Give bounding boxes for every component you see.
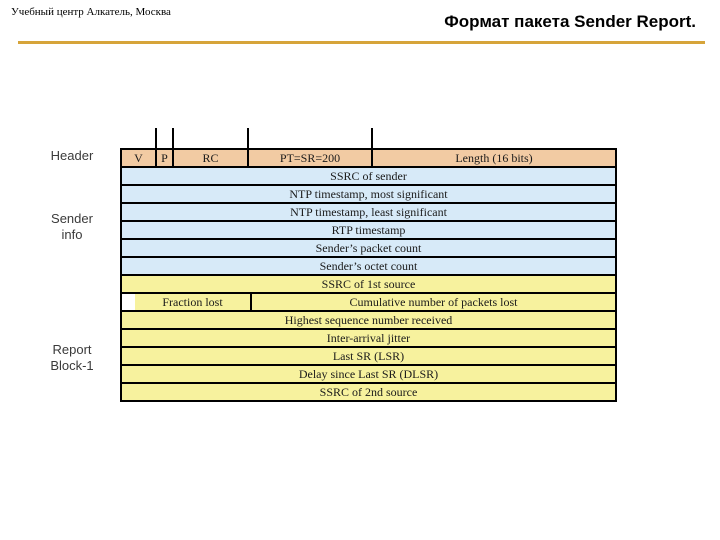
field-cell: RTP timestamp xyxy=(122,222,615,238)
field-cell: Last SR (LSR) xyxy=(122,348,615,364)
field-cell: SSRC of 1st source xyxy=(122,276,615,292)
table-row: Inter-arrival jitter xyxy=(122,328,615,346)
field-cell: SSRC of sender xyxy=(122,168,615,184)
field-cell: NTP timestamp, most significant xyxy=(122,186,615,202)
field-cell: RC xyxy=(174,150,249,166)
field-cell: Sender’s packet count xyxy=(122,240,615,256)
field-cell: V xyxy=(122,150,157,166)
slide-header: Учебный центр Алкатель, Москва Формат па… xyxy=(0,0,720,46)
bit-tick-0 xyxy=(155,128,157,148)
section-label-report-block: Report Block-1 xyxy=(50,342,94,373)
table-row: SSRC of 2nd source xyxy=(122,382,615,400)
bit-tick-1 xyxy=(172,128,174,148)
field-cell: P xyxy=(157,150,174,166)
field-cell: Inter-arrival jitter xyxy=(122,330,615,346)
table-row: NTP timestamp, most significant xyxy=(122,184,615,202)
field-cell: PT=SR=200 xyxy=(249,150,373,166)
field-cell: Sender’s octet count xyxy=(122,258,615,274)
bit-tick-2 xyxy=(247,128,249,148)
field-cell: Cumulative number of packets lost xyxy=(252,294,615,310)
table-row: RTP timestamp xyxy=(122,220,615,238)
page-title: Формат пакета Sender Report. xyxy=(444,12,696,31)
table-row: Delay since Last SR (DLSR) xyxy=(122,364,615,382)
field-cell: Length (16 bits) xyxy=(373,150,615,166)
organization-line: Учебный центр Алкатель, Москва xyxy=(11,6,171,18)
row-indent-spacer xyxy=(122,294,135,310)
table-row: Last SR (LSR) xyxy=(122,346,615,364)
field-cell: Delay since Last SR (DLSR) xyxy=(122,366,615,382)
section-label-header: Header xyxy=(50,148,94,163)
bit-tick-3 xyxy=(371,128,373,148)
table-row: NTP timestamp, least significant xyxy=(122,202,615,220)
title-divider xyxy=(18,41,705,44)
section-label-sender-info: Sender info xyxy=(51,211,93,242)
field-cell: Highest sequence number received xyxy=(122,312,615,328)
table-row: Sender’s packet count xyxy=(122,238,615,256)
table-row: Sender’s octet count xyxy=(122,256,615,274)
field-cell: SSRC of 2nd source xyxy=(122,384,615,400)
table-row: Highest sequence number received xyxy=(122,310,615,328)
table-row: SSRC of 1st source xyxy=(122,274,615,292)
field-cell: Fraction lost xyxy=(135,294,252,310)
field-cell: NTP timestamp, least significant xyxy=(122,204,615,220)
table-row: SSRC of sender xyxy=(122,166,615,184)
